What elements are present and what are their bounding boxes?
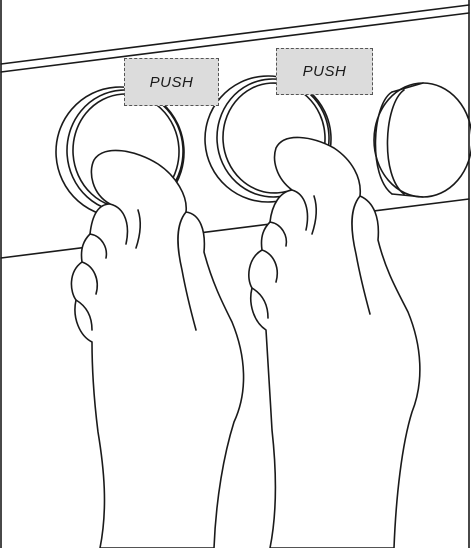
right-hand: [249, 137, 420, 548]
left-hand: [71, 150, 243, 548]
panel-top-edge: [1, 5, 469, 72]
panel-bottom-edge: [1, 199, 469, 258]
right-knob: [374, 83, 471, 197]
push-label-middle-knob: PUSH: [276, 48, 373, 95]
push-label-left-knob: PUSH: [124, 58, 219, 106]
